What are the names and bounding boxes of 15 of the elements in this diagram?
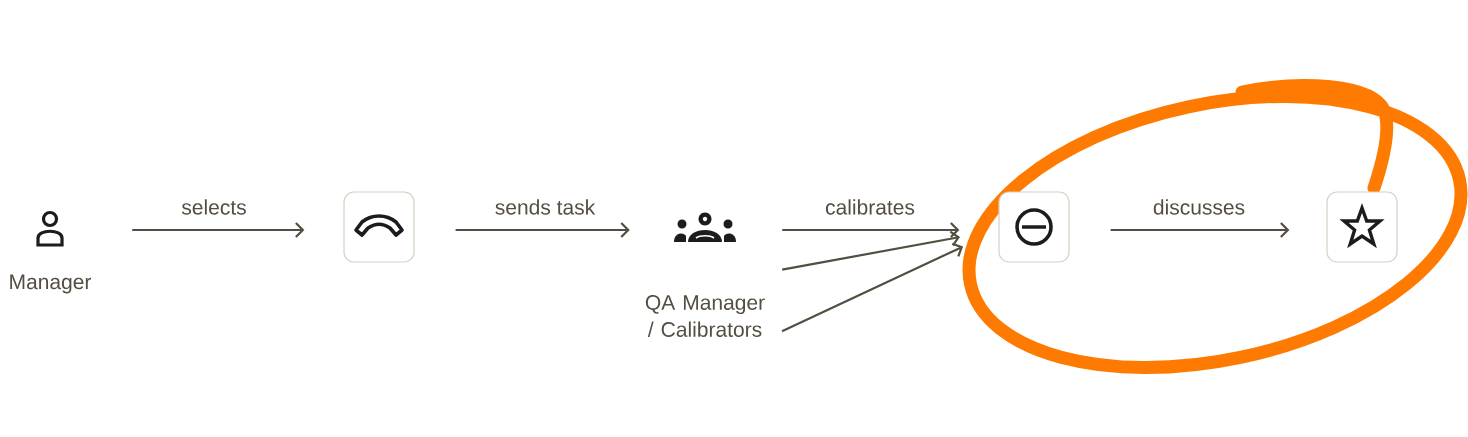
icon-box	[1326, 191, 1398, 263]
edge-label: selects	[181, 199, 246, 215]
edge-label: calibrates	[825, 199, 915, 215]
arrow	[781, 230, 961, 271]
arrow	[132, 222, 305, 238]
node-label: Manager	[10, 274, 92, 294]
edge-label: sends task	[495, 199, 596, 215]
arrow	[1110, 222, 1290, 238]
icon-box	[343, 191, 415, 263]
icon-box	[998, 191, 1070, 263]
arrow	[455, 222, 630, 238]
node-label: QA Manager / Calibrators	[645, 295, 765, 337]
arrow	[781, 242, 964, 333]
arrow	[782, 222, 960, 238]
edge-label: discusses	[1153, 199, 1245, 215]
